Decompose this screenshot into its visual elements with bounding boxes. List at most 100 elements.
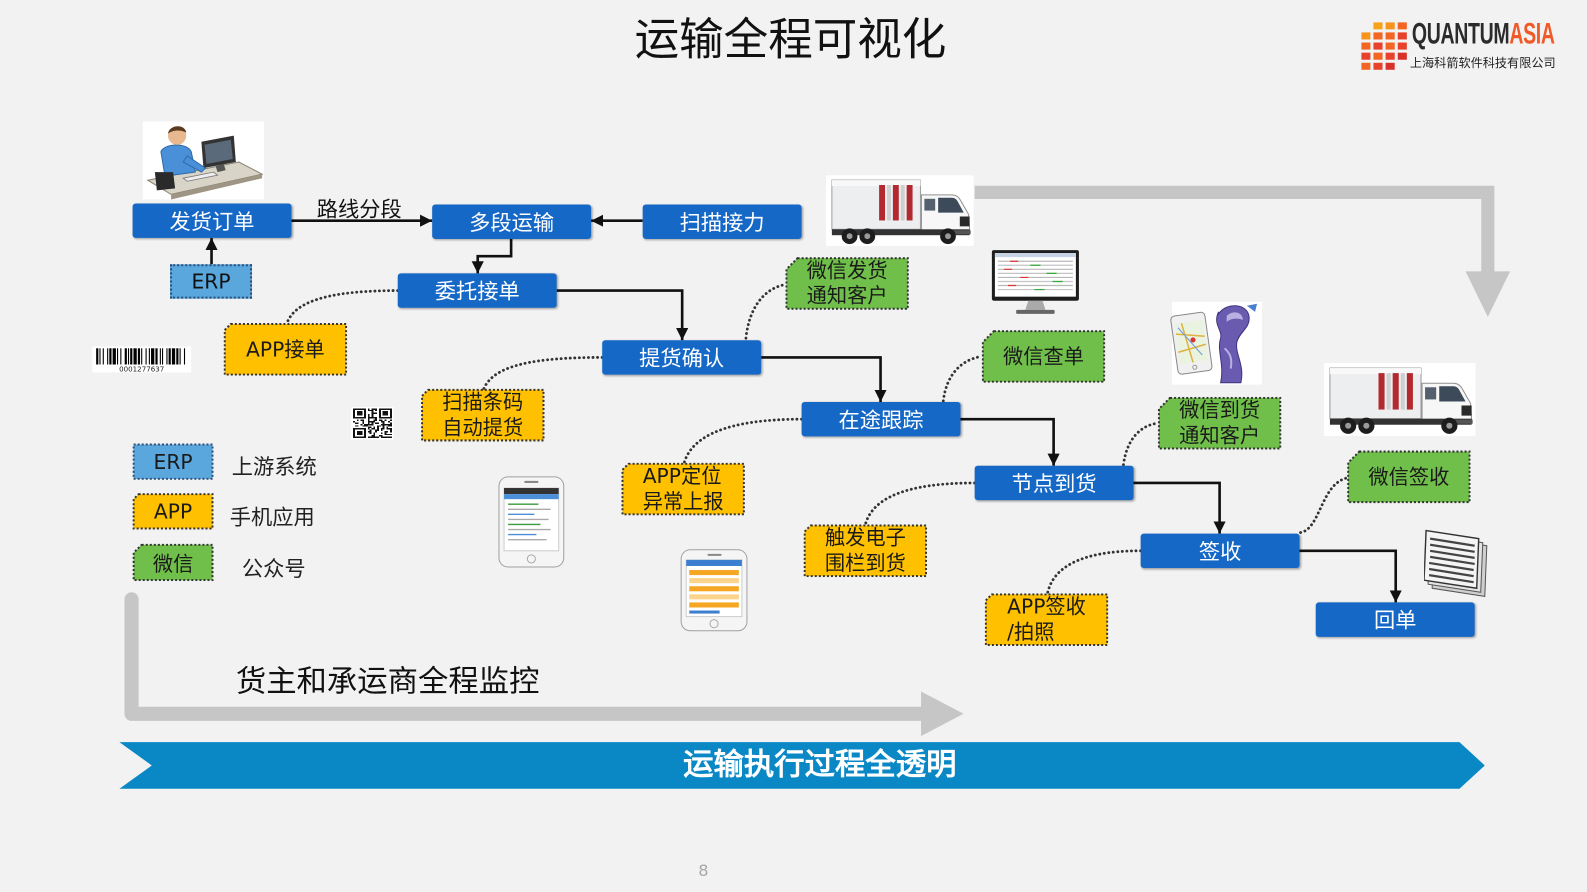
qr-module bbox=[390, 436, 392, 439]
qr-module bbox=[364, 435, 366, 437]
qr-module bbox=[386, 433, 389, 436]
erp-source-box: ERP bbox=[170, 264, 253, 299]
qr-module bbox=[386, 430, 389, 433]
qr-module bbox=[377, 428, 379, 430]
qr-module bbox=[356, 411, 359, 413]
note-lines: APP接单 bbox=[246, 337, 325, 362]
qr-module bbox=[362, 421, 365, 423]
legend-item-erp: ERP bbox=[132, 443, 214, 480]
qr-module bbox=[375, 422, 378, 424]
note-line: 微信签收 bbox=[1368, 464, 1450, 489]
qr-module bbox=[364, 416, 366, 419]
qr-module bbox=[375, 419, 378, 422]
qr-module bbox=[369, 430, 372, 433]
qr-module bbox=[364, 409, 366, 412]
qr-module bbox=[360, 428, 363, 430]
qr-module bbox=[380, 416, 383, 419]
qr-module bbox=[375, 409, 378, 412]
monitoring-arrow bbox=[124, 592, 931, 721]
barcode-bar bbox=[109, 348, 112, 365]
qr-module bbox=[360, 433, 363, 436]
qr-module bbox=[362, 428, 365, 430]
qr-module bbox=[384, 423, 387, 426]
qr-module bbox=[356, 428, 359, 430]
qr-module bbox=[386, 436, 389, 439]
barcode-bar bbox=[96, 348, 99, 365]
qr-module bbox=[364, 414, 366, 416]
qr-module bbox=[380, 428, 383, 430]
qr-module bbox=[367, 414, 370, 416]
note-line: 微信查单 bbox=[1003, 343, 1084, 369]
qr-module bbox=[353, 435, 355, 437]
arrow-multi-segment-to-accept bbox=[471, 238, 513, 274]
qr-module bbox=[375, 408, 378, 410]
arrow-node-arrival-to-sign bbox=[1132, 481, 1226, 534]
qr-module bbox=[356, 419, 359, 422]
qr-module bbox=[371, 423, 374, 426]
legend-label-wechat: 公众号 bbox=[241, 556, 306, 582]
qr-module bbox=[373, 412, 376, 415]
barcode-bar bbox=[176, 348, 179, 365]
qr-module bbox=[386, 408, 389, 410]
person-at-computer-icon bbox=[142, 121, 265, 200]
qr-module bbox=[360, 432, 363, 434]
qr-module bbox=[356, 436, 359, 439]
logo-company-text: 上海科箭软件科技有限公司 bbox=[1409, 55, 1556, 70]
note-lines: 微信签收 bbox=[1368, 464, 1449, 489]
qr-module bbox=[364, 411, 366, 413]
note-text: 扫描条码 自动提货 bbox=[421, 389, 544, 442]
legend-label-erp: 上游系统 bbox=[231, 454, 317, 479]
qr-module bbox=[390, 408, 392, 410]
qr-module bbox=[369, 429, 372, 431]
qr-module bbox=[386, 428, 389, 430]
barcode-bar bbox=[168, 348, 171, 365]
note-shape-orange bbox=[223, 322, 348, 376]
qr-module bbox=[356, 425, 359, 427]
qr-module bbox=[378, 412, 381, 415]
qr-module bbox=[388, 408, 391, 410]
qr-module bbox=[367, 409, 370, 412]
qr-module bbox=[358, 416, 361, 419]
qr-module bbox=[378, 409, 381, 412]
logo-squares-icon bbox=[1361, 22, 1407, 70]
qr-module bbox=[390, 411, 392, 413]
qr-module bbox=[354, 436, 357, 439]
qr-module bbox=[377, 422, 379, 424]
qr-module bbox=[365, 423, 368, 426]
note-line: APP接单 bbox=[246, 336, 325, 361]
qr-module bbox=[354, 422, 357, 424]
qr-module bbox=[369, 436, 372, 439]
qr-module bbox=[373, 433, 376, 436]
process-step-return-receipt: 回单 bbox=[1315, 602, 1475, 637]
qr-module bbox=[358, 432, 361, 434]
qr-module bbox=[384, 432, 387, 434]
qr-module bbox=[377, 436, 379, 439]
barcode-bar bbox=[155, 348, 158, 365]
legend-shape-erp bbox=[132, 443, 214, 480]
note-line: 异常上报 bbox=[642, 489, 724, 514]
qr-module bbox=[373, 416, 376, 419]
qr-module bbox=[360, 436, 363, 439]
qr-module bbox=[364, 423, 366, 426]
process-flow-arrow-top bbox=[974, 185, 1495, 274]
qr-module bbox=[384, 411, 387, 413]
route-segment-label: 路线分段 bbox=[316, 197, 402, 222]
process-step-pickup-confirm: 提货确认 bbox=[602, 340, 762, 375]
qr-module bbox=[377, 425, 379, 427]
qr-module bbox=[388, 436, 391, 439]
qr-module bbox=[356, 422, 359, 424]
qr-module bbox=[386, 416, 389, 419]
qr-module bbox=[371, 409, 374, 412]
qr-module bbox=[364, 433, 366, 436]
qr-module bbox=[382, 414, 385, 416]
arrow-transit-to-node-arrival bbox=[959, 417, 1060, 466]
legend-tag-wechat: 微信 bbox=[152, 551, 194, 577]
qr-module bbox=[390, 433, 392, 436]
qr-module bbox=[382, 426, 385, 429]
monitor-icon bbox=[991, 250, 1079, 314]
qr-module bbox=[382, 423, 385, 426]
qr-module bbox=[369, 426, 372, 429]
qr-module bbox=[369, 432, 372, 434]
qr-module bbox=[371, 435, 374, 437]
note-line: /拍照 bbox=[1007, 619, 1055, 644]
